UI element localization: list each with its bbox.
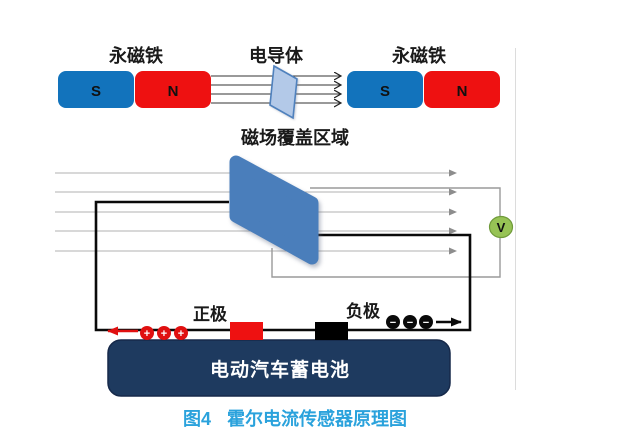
minus-symbol: − (423, 317, 429, 329)
minus-symbol: − (390, 317, 396, 329)
voltmeter-indicator (488, 215, 514, 239)
minus-symbol: − (407, 317, 413, 329)
plus-symbol: + (178, 328, 184, 340)
figure-number: 图4 (183, 409, 211, 429)
right-magnet-north (424, 71, 500, 108)
bottom-section: 电动汽车蓄电池 正极 负极 + + + − − − (107, 301, 462, 397)
top-section: 永磁铁 电导体 永磁铁 S N S N 磁场覆盖区域 (58, 45, 500, 148)
current-wire (94, 200, 472, 332)
pole-s-label: S (91, 83, 101, 100)
plus-symbol: + (161, 328, 167, 340)
middle-section: V (55, 155, 514, 332)
battery-body (107, 339, 451, 397)
voltmeter-loop-wire (271, 187, 501, 278)
battery-label: 电动汽车蓄电池 (210, 358, 350, 381)
plus-charge-icon (157, 326, 171, 340)
conductor-plate-large (229, 155, 319, 265)
conductor-label: 电导体 (249, 45, 304, 66)
positive-terminal (230, 322, 263, 340)
negative-terminal (315, 322, 348, 340)
minus-charge-icon (403, 315, 417, 329)
minus-charge-icon (386, 315, 400, 329)
conductor-plate-small (269, 64, 298, 120)
pole-n-label: N (457, 83, 468, 100)
voltmeter-label: V (497, 220, 506, 235)
figure-title: 霍尔电流传感器原理图 (227, 408, 407, 429)
pole-s-label: S (380, 83, 390, 100)
plus-charge-icon (174, 326, 188, 340)
right-magnet-label: 永磁铁 (391, 45, 446, 66)
plus-symbol: + (144, 328, 150, 340)
left-magnet-label: 永磁铁 (108, 45, 163, 66)
negative-label: 负极 (346, 301, 380, 321)
left-magnet-south (58, 71, 134, 108)
right-magnet-south (347, 71, 423, 108)
positive-charges: + + + (140, 326, 188, 340)
positive-label: 正极 (193, 305, 227, 324)
plus-charge-icon (140, 326, 154, 340)
field-region-label: 磁场覆盖区域 (241, 127, 349, 148)
left-magnet-north (135, 71, 211, 108)
figure-caption: 图4 霍尔电流传感器原理图 (183, 408, 407, 429)
pole-n-label: N (168, 83, 179, 100)
minus-charge-icon (419, 315, 433, 329)
negative-charges: − − − (386, 315, 433, 329)
